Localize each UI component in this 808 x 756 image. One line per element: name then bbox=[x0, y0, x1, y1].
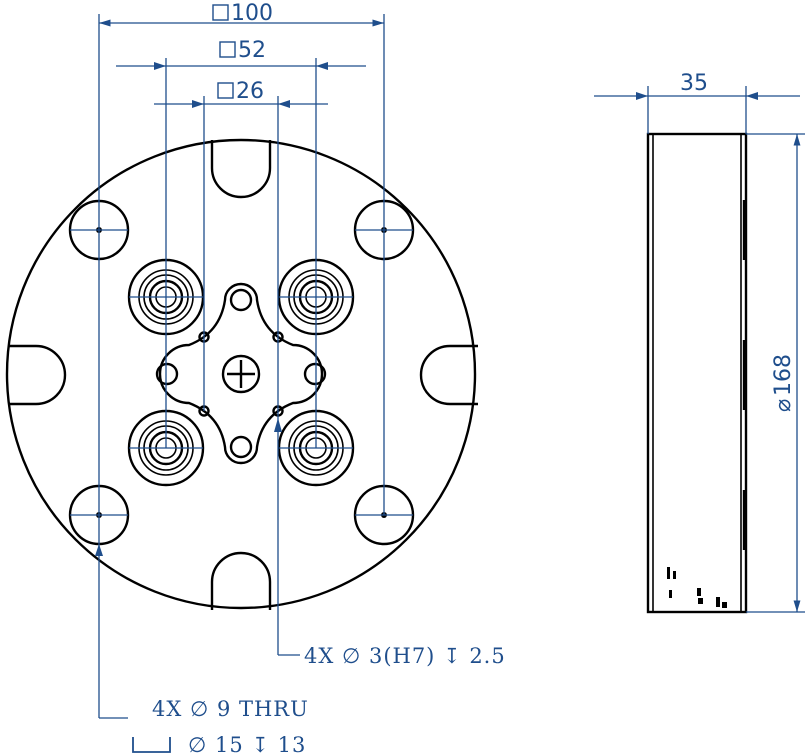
svg-text:26: 26 bbox=[236, 79, 264, 104]
dimension-square-52: 52 bbox=[219, 38, 266, 63]
notch-right bbox=[419, 344, 478, 406]
front-dimensions bbox=[70, 14, 413, 719]
dimension-thickness: 35 bbox=[680, 71, 708, 96]
side-view bbox=[646, 132, 748, 614]
dimension-diameter-168: ⌀ 168 bbox=[771, 354, 796, 412]
outer-circle bbox=[5, 138, 477, 610]
pocket-hole-left bbox=[155, 362, 179, 386]
side-body bbox=[646, 132, 748, 614]
note-dowel-holes: 4X ∅ 3(H7) ↧ 2.5 bbox=[304, 644, 506, 668]
dimension-square-100: 100 bbox=[212, 1, 273, 26]
front-view bbox=[5, 138, 478, 610]
pocket-hole-right bbox=[303, 362, 327, 386]
notch-top bbox=[210, 140, 272, 199]
note-counterbore: ∅ 15 ↧ 13 bbox=[188, 733, 306, 756]
svg-text:52: 52 bbox=[238, 38, 266, 63]
center-pocket bbox=[158, 282, 324, 465]
notch-bottom bbox=[210, 551, 272, 610]
dimension-square-26: 26 bbox=[217, 79, 264, 104]
note-thru-holes: 4X ∅ 9 THRU bbox=[152, 697, 309, 721]
square-symbol bbox=[217, 82, 234, 99]
counterbore-symbol bbox=[132, 737, 171, 753]
engraved-marks bbox=[667, 567, 727, 608]
svg-text:168: 168 bbox=[771, 354, 796, 396]
square-symbol bbox=[219, 41, 236, 58]
pocket-hole-top bbox=[229, 288, 253, 312]
pocket-hole-bottom bbox=[229, 435, 253, 459]
diameter-symbol: ⌀ bbox=[771, 399, 796, 412]
side-dimensions bbox=[594, 86, 805, 613]
square-symbol bbox=[212, 4, 229, 21]
center-screw bbox=[221, 354, 261, 394]
svg-text:100: 100 bbox=[231, 1, 273, 26]
notch-left bbox=[8, 344, 67, 406]
